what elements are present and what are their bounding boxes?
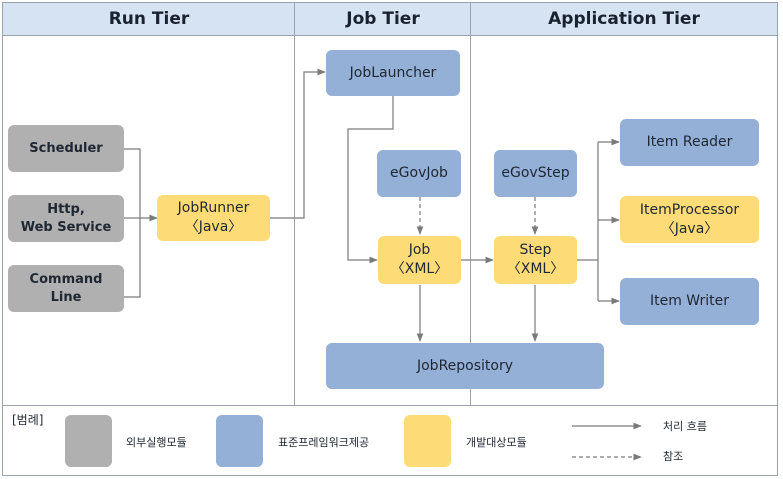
step-node: Step 〈XML〉 <box>494 236 577 284</box>
egovjob-node: eGovJob <box>377 150 461 197</box>
legend-divider <box>3 405 777 406</box>
legend-reference-label: 참조 <box>663 450 684 463</box>
legend-framework-label: 표준프레임워크제공 <box>278 436 370 449</box>
command-line-node: Command Line <box>8 265 124 312</box>
legend-title: [범례] <box>12 413 44 427</box>
job-node: Job 〈XML〉 <box>378 236 461 284</box>
arrow-joblauncher-to-job <box>347 96 394 264</box>
run-job-divider <box>294 3 295 406</box>
legend-framework-swatch <box>216 415 263 467</box>
legend-development-swatch <box>404 415 451 467</box>
scheduler-node: Scheduler <box>8 125 124 172</box>
application-tier-header: Application Tier <box>471 3 777 36</box>
legend-development-label: 개발대상모듈 <box>466 436 527 449</box>
legend-external-label: 외부실행모듈 <box>126 436 187 449</box>
job-app-divider <box>470 3 471 406</box>
itemwriter-node: Item Writer <box>620 278 759 325</box>
run-tier-header: Run Tier <box>3 3 295 36</box>
http-web-service-node: Http, Web Service <box>8 195 124 242</box>
job-tier-header: Job Tier <box>295 3 471 36</box>
external-bracket <box>124 148 141 298</box>
joblauncher-node: JobLauncher <box>326 50 460 96</box>
jobrunner-node: JobRunner 〈Java〉 <box>157 195 270 241</box>
legend-external-swatch <box>65 415 112 467</box>
itemreader-node: Item Reader <box>620 119 759 166</box>
egovstep-node: eGovStep <box>494 150 577 197</box>
itemprocessor-node: ItemProcessor 〈Java〉 <box>620 196 759 243</box>
legend-process-flow-label: 처리 흐름 <box>663 420 707 433</box>
arrow-jobrunner-to-joblauncher <box>270 68 326 219</box>
jobrepository-node: JobRepository <box>326 343 604 389</box>
